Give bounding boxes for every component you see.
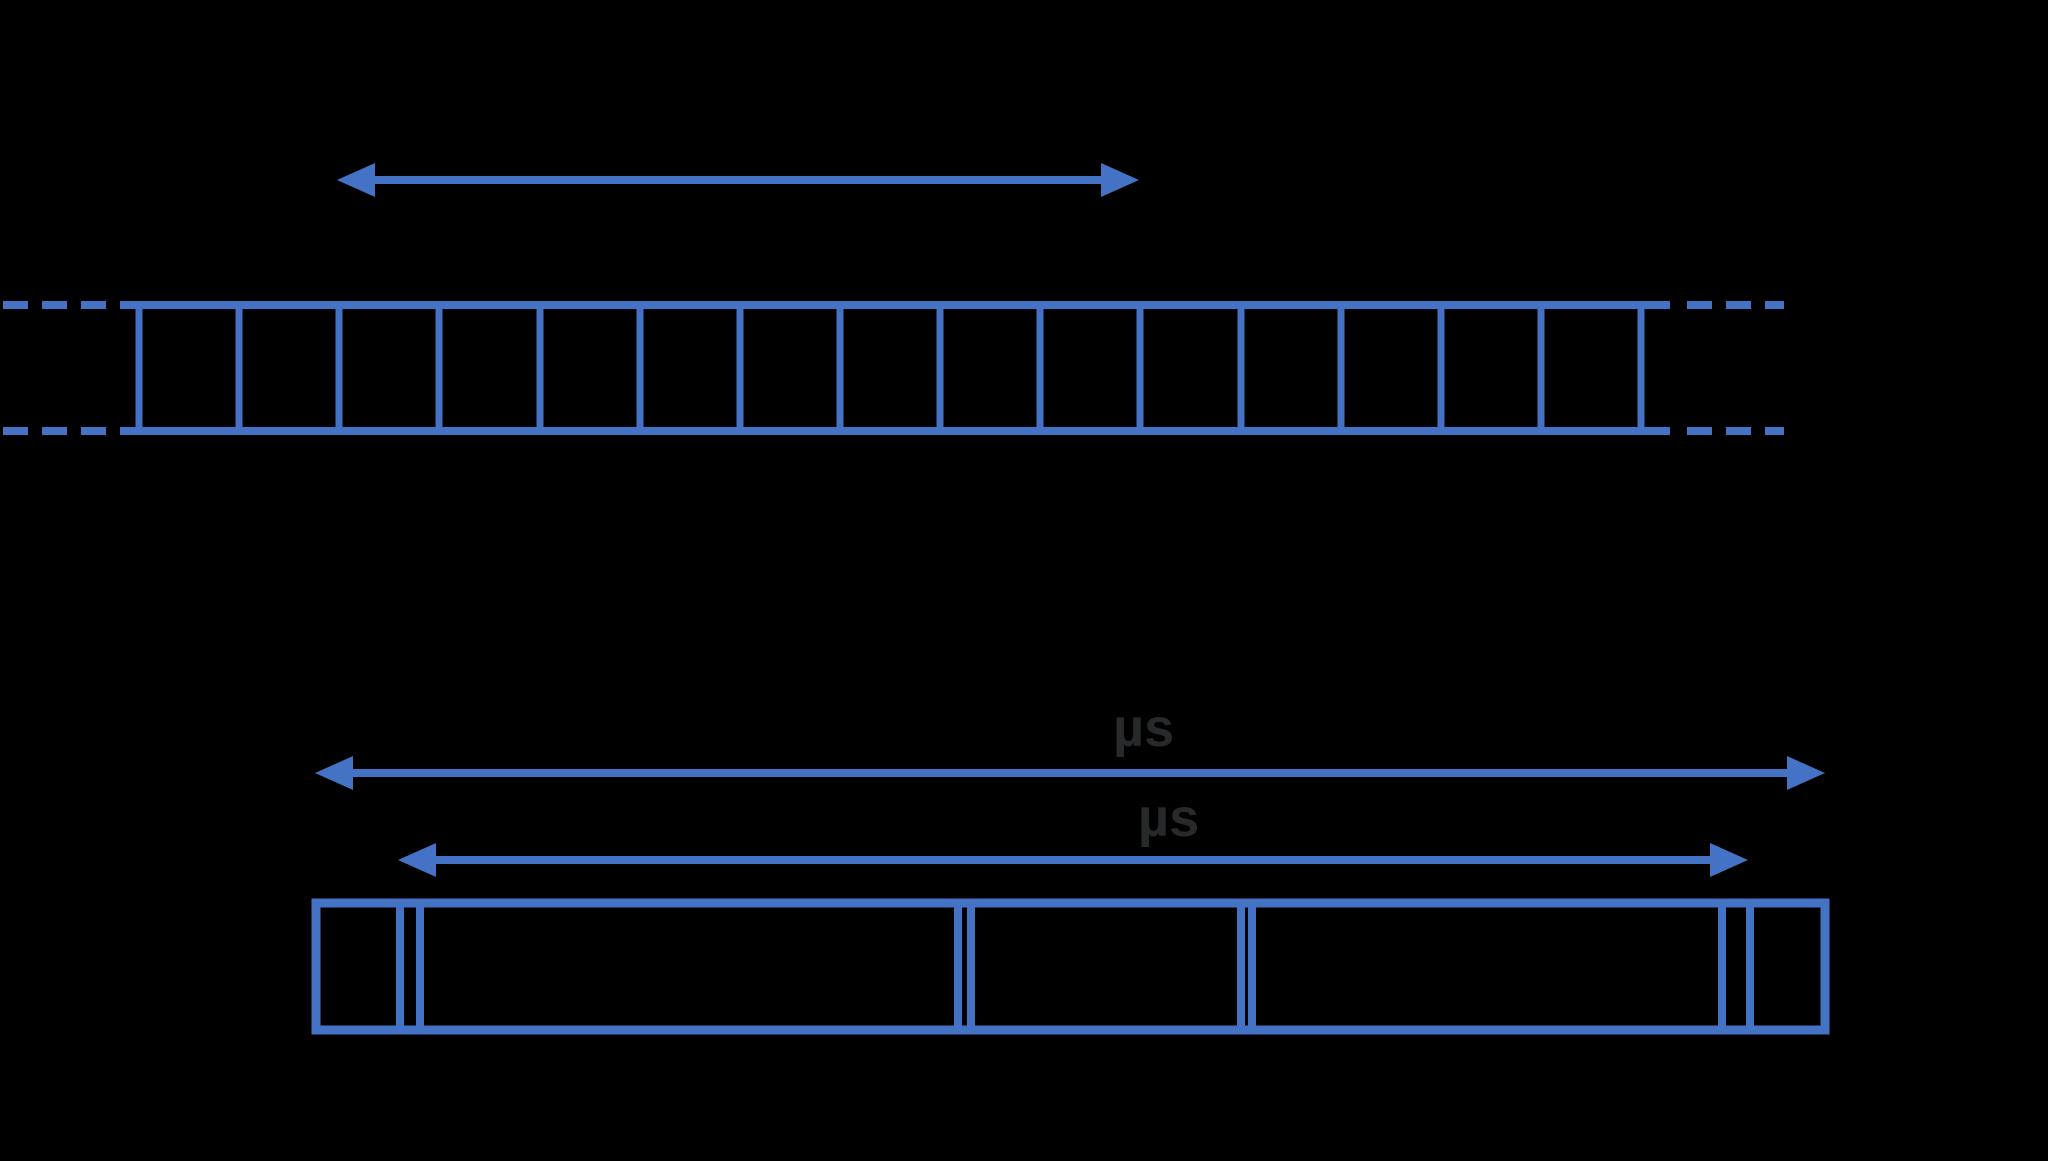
arrowhead-left-icon	[337, 163, 375, 197]
arrowhead-right-icon	[1710, 843, 1748, 877]
slot-dividers	[135, 305, 1645, 431]
slot-train	[3, 301, 1784, 435]
total-duration-arrow	[315, 756, 1825, 790]
symbol-bar-outline	[311, 898, 1830, 1035]
total-duration-unit-label: µs	[1113, 698, 1174, 758]
arrowhead-right-icon	[1787, 756, 1825, 790]
inner-duration-arrow	[398, 843, 1748, 877]
symbol-bar-dividers	[396, 903, 1754, 1030]
slot-span-arrow	[337, 163, 1139, 197]
arrowhead-right-icon	[1101, 163, 1139, 197]
symbol-bar	[311, 898, 1830, 1035]
inner-duration-unit-label: µs	[1138, 788, 1199, 848]
arrowhead-left-icon	[315, 756, 353, 790]
arrowhead-left-icon	[398, 843, 436, 877]
